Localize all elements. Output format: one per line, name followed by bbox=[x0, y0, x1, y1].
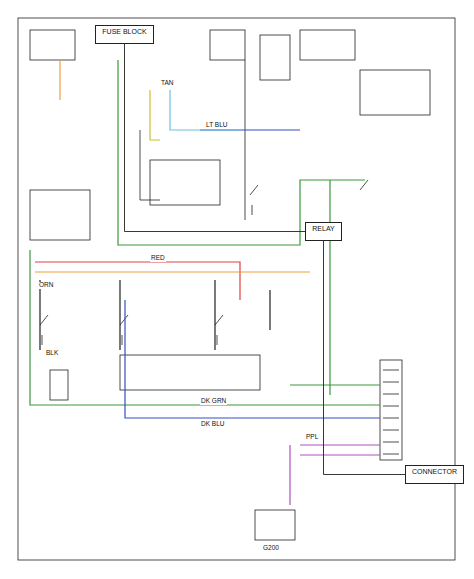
component-label: CONNECTOR bbox=[409, 468, 460, 476]
wire-label: BLK bbox=[45, 350, 59, 357]
wire-connector bbox=[125, 44, 306, 232]
wire-label: G200 bbox=[262, 545, 280, 552]
wire-label: RED bbox=[150, 255, 166, 262]
wire-label: DK GRN bbox=[200, 398, 227, 405]
wire-label: ORN bbox=[38, 282, 54, 289]
wire-label: TAN bbox=[160, 80, 175, 87]
wire-label: LT BLU bbox=[205, 122, 228, 129]
component-box: RELAY bbox=[305, 222, 342, 241]
wire-label: PPL bbox=[305, 434, 319, 441]
component-label: FUSE BLOCK bbox=[99, 28, 150, 36]
component-box: FUSE BLOCK bbox=[95, 25, 154, 44]
wire-label: DK BLU bbox=[200, 421, 225, 428]
component-box: CONNECTOR bbox=[405, 465, 464, 484]
wire-connector bbox=[324, 241, 406, 475]
component-label: RELAY bbox=[309, 225, 338, 233]
